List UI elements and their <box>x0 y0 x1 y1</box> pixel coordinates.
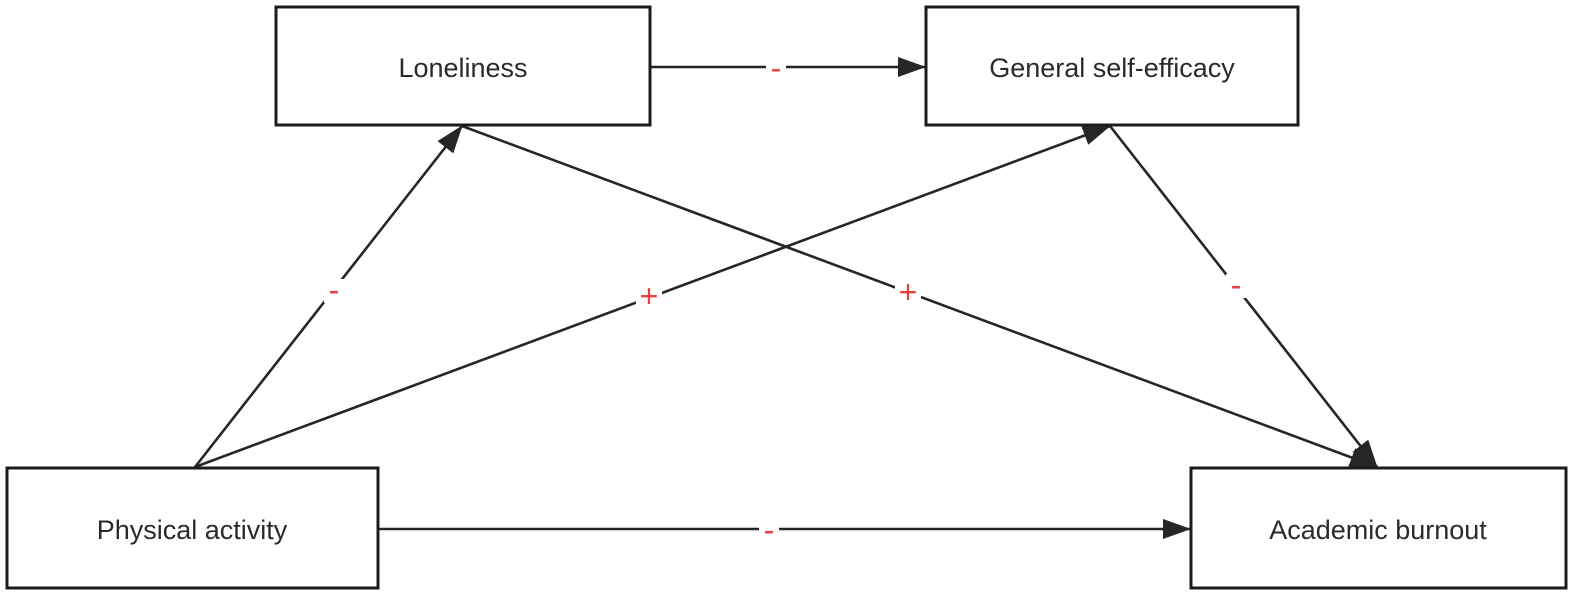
sign-physical-activity-loneliness: - <box>329 272 340 308</box>
edge-physical-activity-to-academic-burnout: - <box>379 512 1191 548</box>
node-loneliness: Loneliness <box>274 5 652 127</box>
edge-self-efficacy-to-academic-burnout: - <box>1108 125 1379 468</box>
node-loneliness-label: Loneliness <box>398 53 527 83</box>
sign-loneliness-academic-burnout: + <box>899 274 918 310</box>
node-physical-activity: Physical activity <box>5 466 380 590</box>
edge-physical-activity-to-self-efficacy: + <box>194 124 1111 469</box>
node-academic-burnout-label: Academic burnout <box>1269 515 1487 545</box>
edge-loneliness-to-academic-burnout: + <box>461 124 1378 469</box>
sign-physical-activity-self-efficacy: + <box>640 278 659 314</box>
node-self-efficacy: General self-efficacy <box>924 5 1300 127</box>
node-self-efficacy-label: General self-efficacy <box>989 53 1235 83</box>
node-physical-activity-label: Physical activity <box>97 515 288 545</box>
node-academic-burnout: Academic burnout <box>1189 466 1568 590</box>
sign-self-efficacy-academic-burnout: - <box>1231 267 1242 303</box>
edge-loneliness-to-self-efficacy: - <box>651 50 926 86</box>
sign-loneliness-self-efficacy: - <box>771 50 782 86</box>
edge-physical-activity-to-loneliness: - <box>193 125 464 468</box>
sign-physical-activity-academic-burnout: - <box>764 512 775 548</box>
